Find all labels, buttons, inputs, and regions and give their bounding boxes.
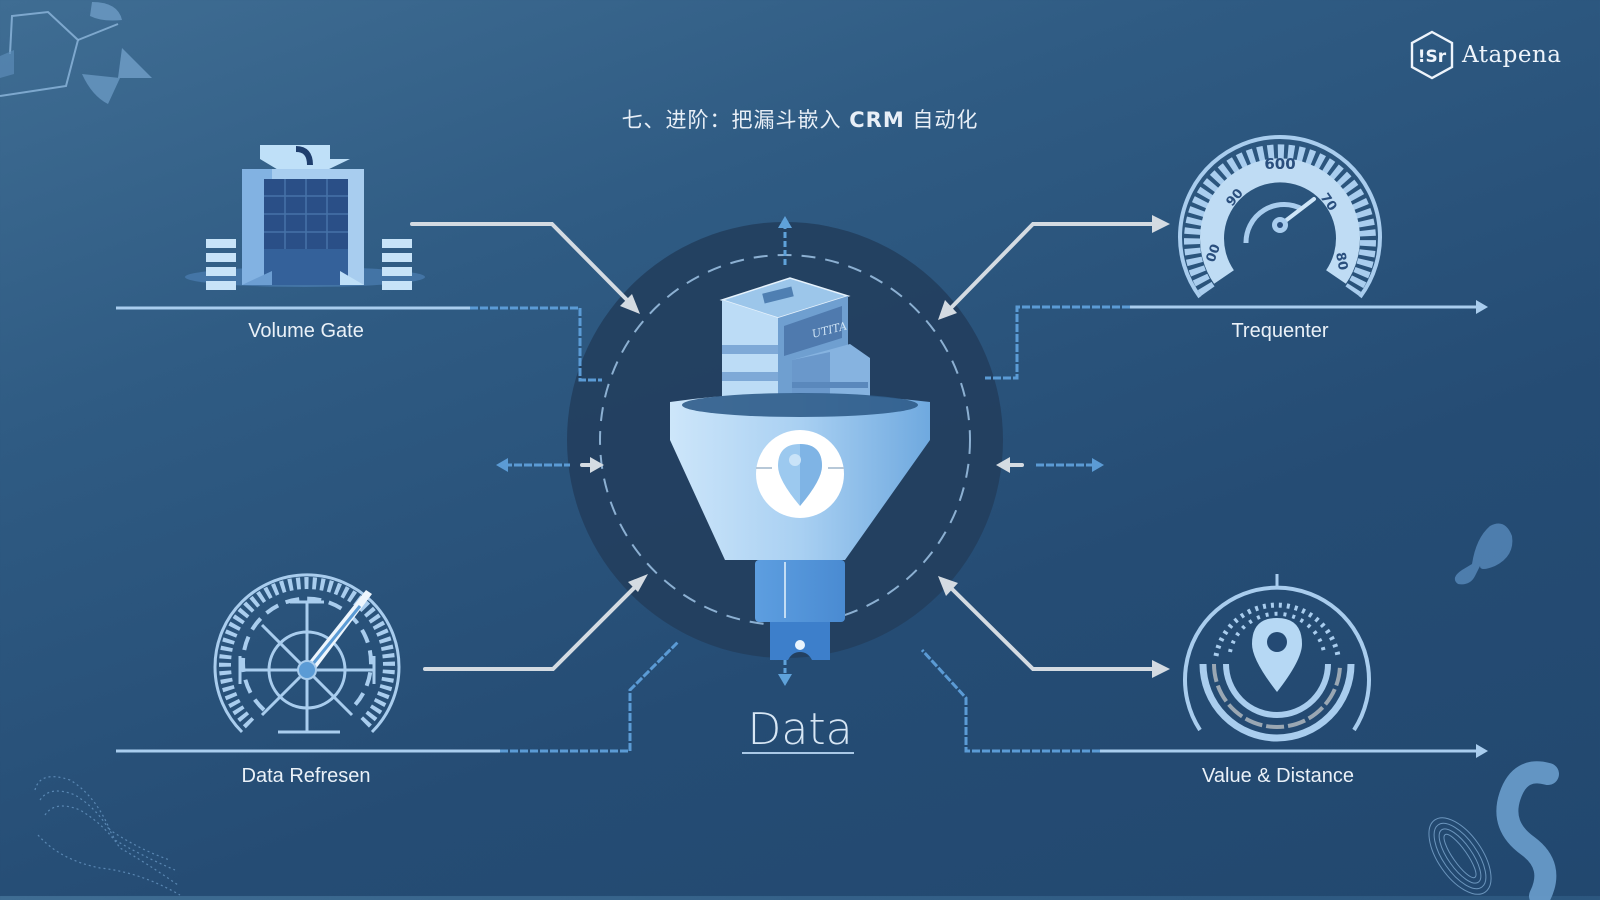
decor-top-left [0,2,152,104]
location-radar-icon [1183,574,1371,742]
node-label: Volume Gate [248,320,364,342]
center-label: Data [747,704,853,755]
svg-text:80: 80 [1332,251,1350,271]
center-label-underline [742,752,854,754]
svg-text:!Sr: !Sr [1418,47,1447,67]
node-label: Trequenter [1231,320,1329,342]
slide-title: 七、进阶：把漏斗嵌入 CRM 自动化 [0,104,1600,134]
gate-building-icon [185,145,425,290]
node-data-refresen[interactable]: Data Refresen [190,560,430,790]
speedometer-icon: 600 90 70 00 80 [1178,135,1382,299]
title-suffix: 自动化 [912,108,979,132]
dial-gauge-icon [213,573,401,734]
brand-logo: !Sr Atapena [1410,30,1562,80]
node-volume-gate[interactable]: Volume Gate [180,135,430,355]
node-label: Data Refresen [241,765,371,787]
brand-name: Atapena [1462,42,1562,68]
node-label: Value & Distance [1202,765,1354,787]
hexagon-s-logo-icon: !Sr [1410,30,1454,80]
location-pin-icon [756,430,844,518]
decor-bottom-right [1428,523,1559,900]
node-value-distance[interactable]: Value & Distance [1160,560,1400,790]
svg-text:600: 600 [1264,155,1295,173]
decor-bottom-left-wave [34,776,181,896]
title-highlight: CRM [849,108,905,132]
svg-text:00: 00 [1204,242,1224,264]
node-trequenter[interactable]: 600 90 70 00 80 Trequenter [1160,125,1400,350]
title-prefix: 七、进阶：把漏斗嵌入 [621,108,842,132]
